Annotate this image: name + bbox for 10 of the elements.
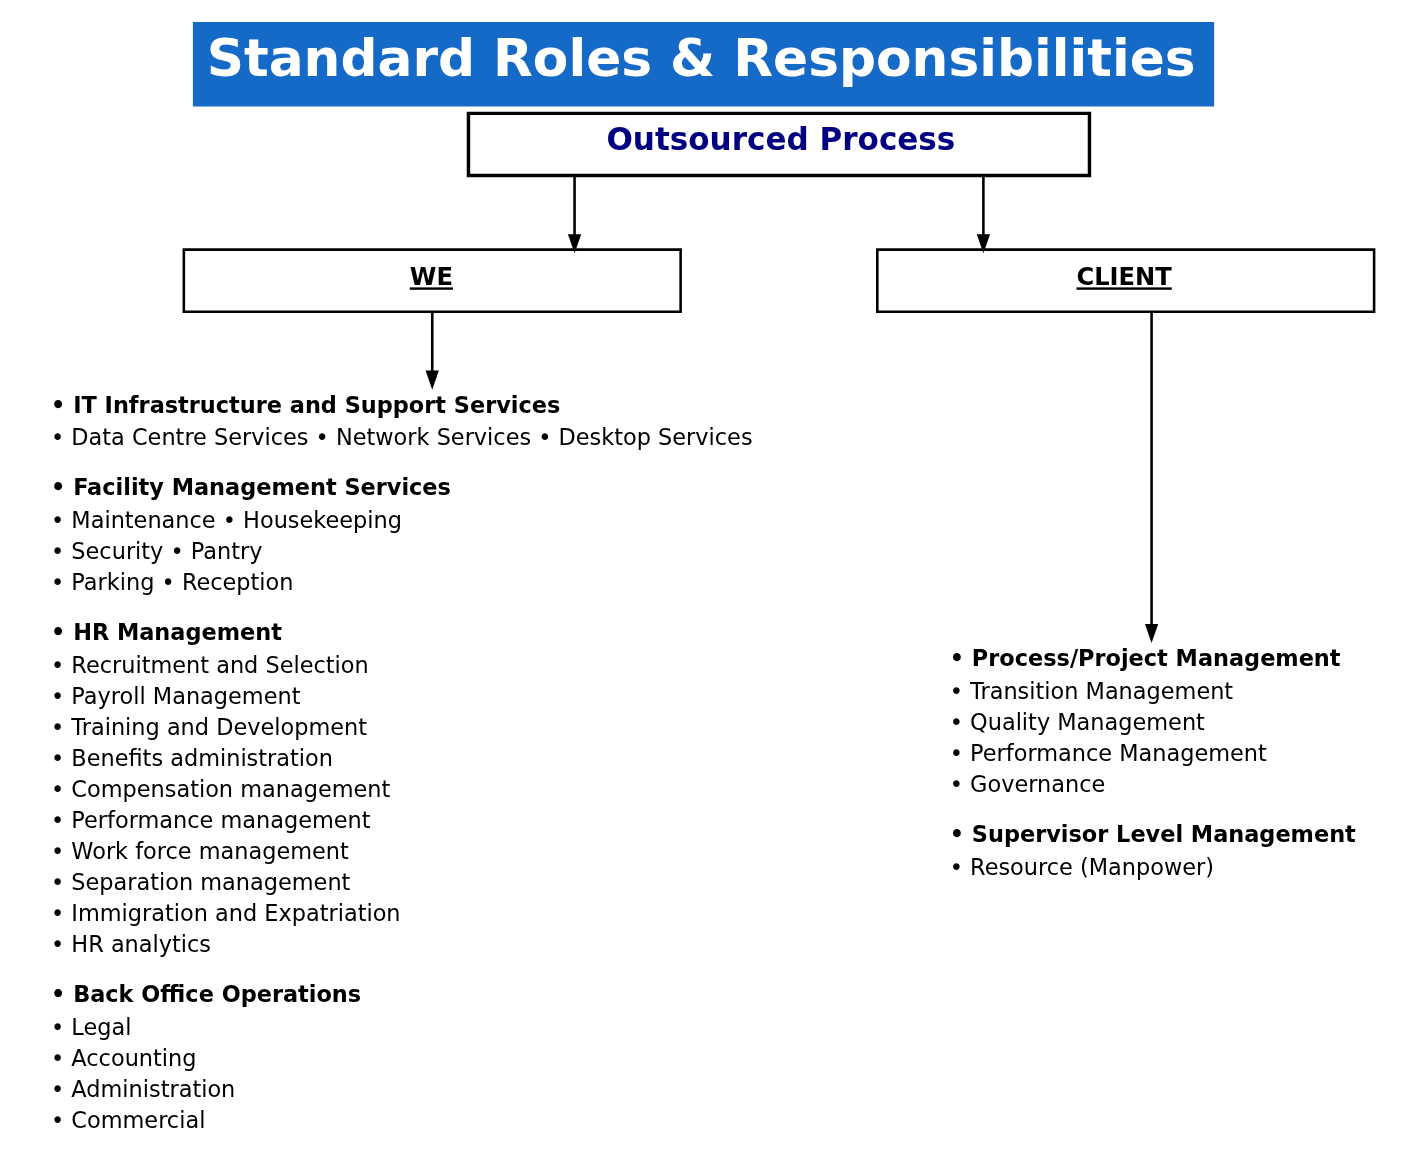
arrow xyxy=(1144,311,1158,643)
arrow xyxy=(976,176,990,254)
diagram-title: Standard Roles & Responsibilities xyxy=(206,28,1196,89)
node-box: Outsourced Process xyxy=(466,111,1091,178)
node-box: WE xyxy=(182,248,682,314)
node-box: CLIENT xyxy=(875,248,1375,314)
node-text: • IT Infrastructure and Support Services • Data Centre Services • Network Services • Desktop Services • Facility Management Services • Maintenance • Housekeeping • Security • Pantry • Parking • Reception • HR Management • Recruitment and Selection • Payroll Management • Training and Development • Benefits administration • Compensation management • Performance management • Work force management • Separation management • Immigration and Expatriation • HR analytics • Back Office Operations • Legal • Accounting • Administration • Commercial xyxy=(50,391,753,1134)
node-text: • Process/Project Management • Transition Management • Quality Management • Performance Management • Governance • Supervisor Level Management • Resource (Manpower) xyxy=(949,645,1356,880)
arrow xyxy=(567,176,581,254)
arrow xyxy=(425,311,439,390)
